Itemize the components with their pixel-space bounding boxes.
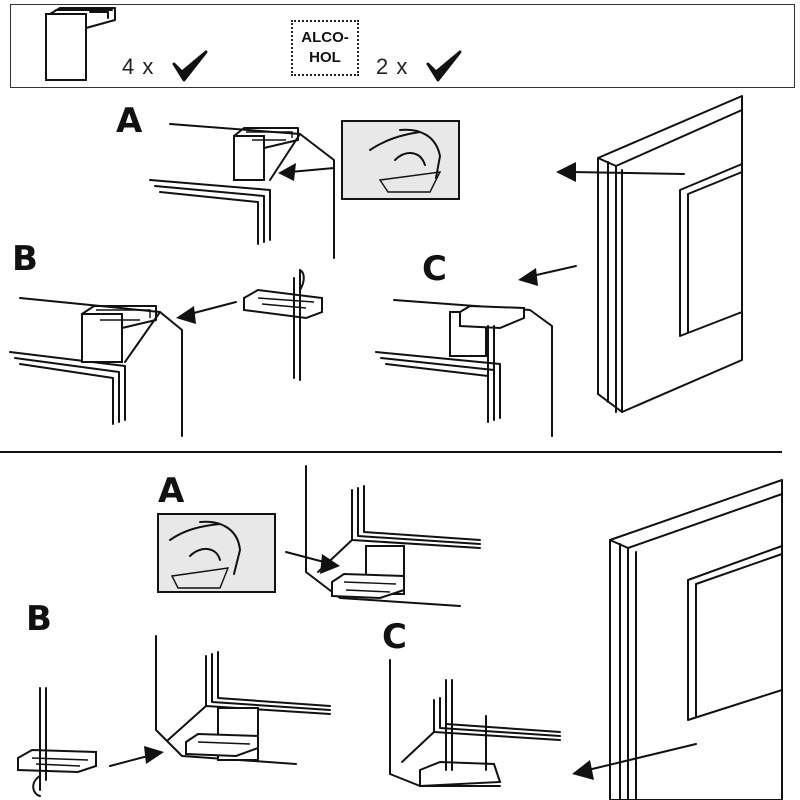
checkmark-icon xyxy=(426,50,462,82)
arrow-icon xyxy=(278,163,296,181)
alcohol-label-line1: ALCO- xyxy=(301,29,349,46)
clip-with-cord xyxy=(17,687,97,797)
arrow-icon xyxy=(289,167,335,173)
arrow-icon xyxy=(531,265,577,277)
arrow-icon xyxy=(320,554,340,574)
checkmark-icon xyxy=(172,50,208,82)
top-step-a-label: A xyxy=(116,101,143,141)
top-step-c-corner xyxy=(375,299,553,437)
top-step-a-corner xyxy=(149,123,335,259)
arrow-icon xyxy=(176,306,196,324)
arrow-icon xyxy=(556,162,576,182)
bottom-step-a-label: A xyxy=(158,471,185,511)
arrow-icon xyxy=(518,268,538,286)
clip-quantity: 4 x xyxy=(122,54,155,79)
bottom-step-b-label: B xyxy=(26,599,52,639)
alcohol-quantity: 2 x xyxy=(376,54,409,79)
top-step-b-label: B xyxy=(12,239,38,279)
arrow-icon xyxy=(572,760,594,780)
arrow-icon xyxy=(189,301,237,315)
top-step-b-corner xyxy=(9,297,183,437)
bottom-step-c-label: C xyxy=(382,617,407,657)
alcohol-wipe-illustration xyxy=(157,513,276,593)
parts-list-box xyxy=(10,4,795,88)
alcohol-label-line2: HOL xyxy=(309,49,341,66)
bottom-step-b-corner xyxy=(155,635,331,765)
arrow-icon xyxy=(144,746,164,764)
clip-part-icon xyxy=(45,7,116,81)
top-step-c-label: C xyxy=(422,249,447,289)
picture-frame-bottom xyxy=(609,479,783,800)
bottom-step-c-corner xyxy=(389,659,561,788)
section-divider xyxy=(0,451,782,453)
alcohol-wipe-illustration xyxy=(341,120,460,200)
clip-with-cord xyxy=(243,269,323,381)
arrow-icon xyxy=(285,551,325,563)
arrow-icon xyxy=(109,755,149,767)
alcohol-pad-icon: ALCO- HOL xyxy=(291,20,359,76)
picture-frame-top xyxy=(597,95,743,413)
arrow-icon xyxy=(571,171,685,175)
bottom-step-a-corner xyxy=(305,465,481,607)
arrow-icon xyxy=(587,743,697,771)
